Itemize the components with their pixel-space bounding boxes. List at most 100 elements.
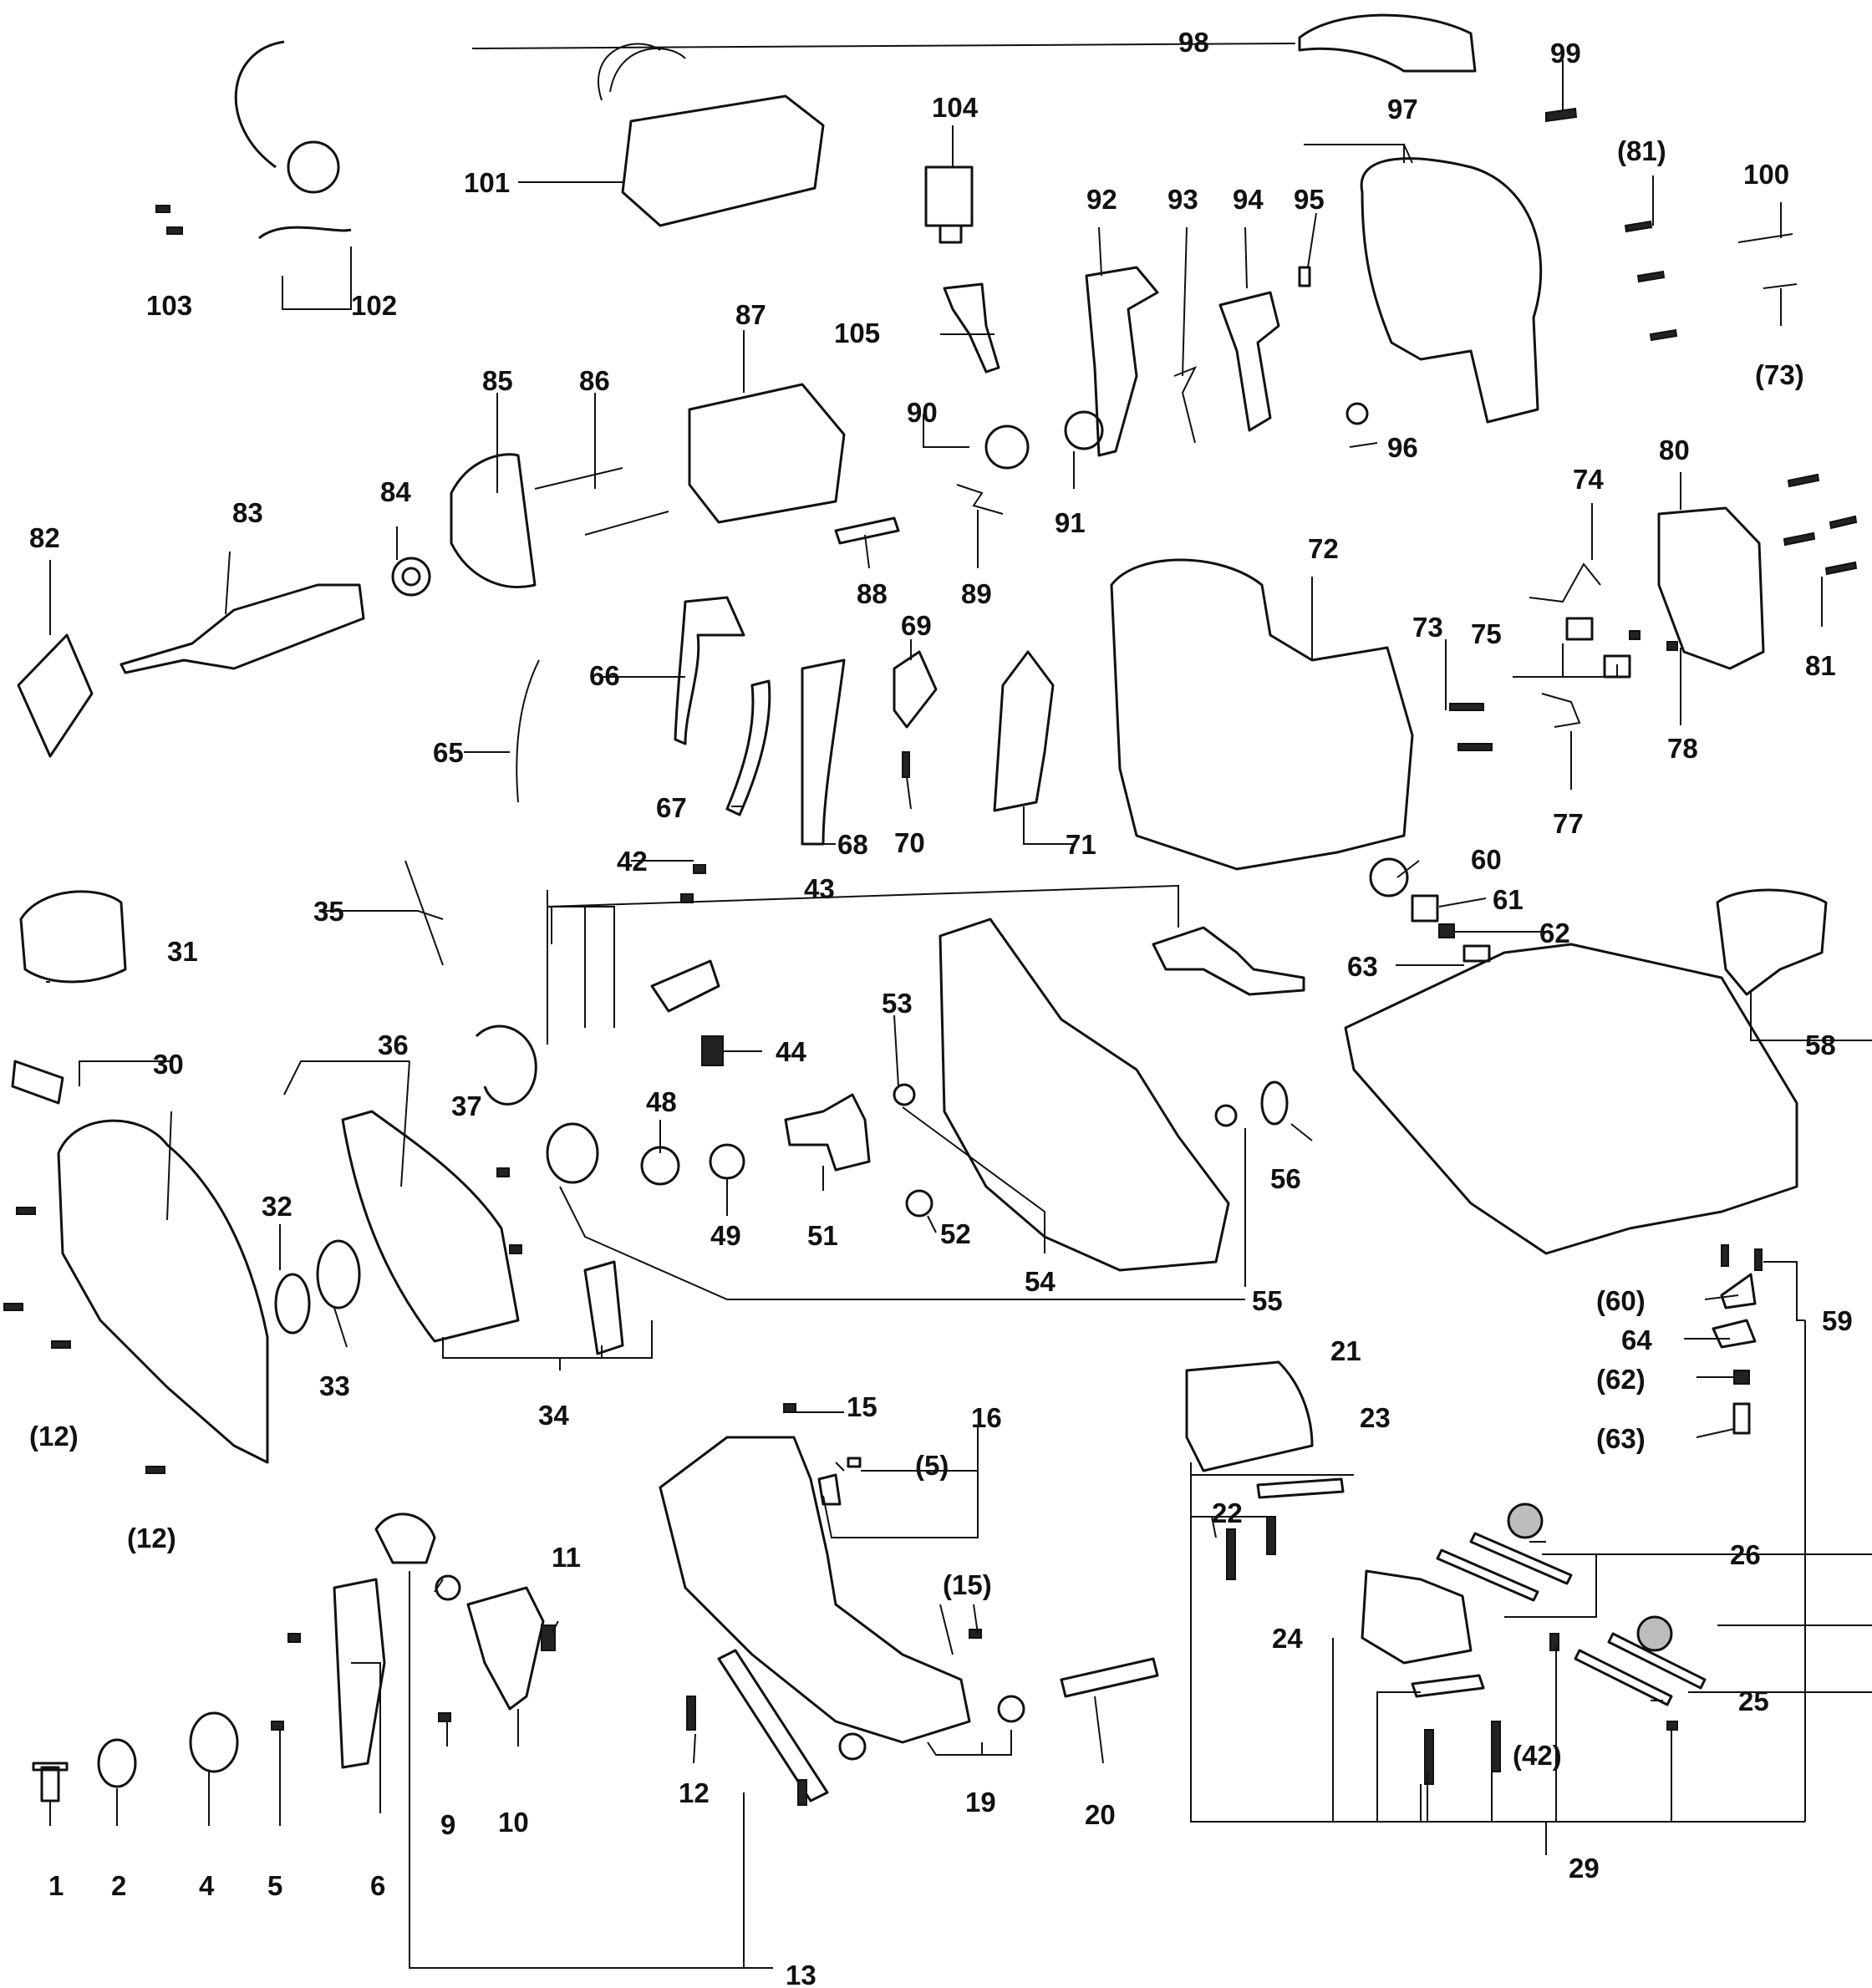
label-60a: 60 [1471,844,1502,875]
label-21: 21 [1330,1335,1361,1366]
label-90: 90 [907,397,938,428]
label-81a: 81 [1805,650,1836,681]
label-69: 69 [901,610,932,641]
part-19-bushings [838,1695,1025,1761]
label-15a: 15 [847,1391,878,1422]
part-82-fan [17,633,94,758]
part-90-knob [984,425,1030,470]
part-52-washer [905,1189,933,1218]
part-95-pin [1298,266,1311,287]
label-12c: (12) [127,1523,176,1553]
label-87: 87 [735,299,766,330]
label-74: 74 [1573,464,1604,495]
label-70: 70 [894,827,925,858]
part-33-ring [316,1239,361,1309]
part-44-spring [701,1035,724,1066]
label-25: 25 [1738,1685,1769,1716]
label-53: 53 [882,988,913,1019]
label-103: 103 [146,290,192,321]
part-62-spring [1438,923,1455,938]
label-94: 94 [1233,184,1264,215]
part-60b-knob [1720,1273,1757,1309]
part-56-ring [1260,1080,1289,1126]
label-6: 6 [370,1870,385,1901]
part-42-screws [680,864,706,903]
label-85: 85 [482,365,513,396]
label-49: 49 [710,1220,741,1251]
label-66: 66 [589,660,620,691]
part-25-guides [1574,1632,1707,1706]
leader-lines [46,43,1872,1969]
label-89: 89 [961,578,992,609]
label-104: 104 [932,92,979,123]
label-33: 33 [319,1370,350,1401]
part-75-brush [1565,617,1631,679]
parts-layer [3,13,1858,1806]
part-34-guard [341,1110,520,1343]
label-12b: (12) [29,1421,79,1452]
label-62b: (62) [1596,1364,1646,1395]
part-103-screws [155,205,183,235]
part-70-spring [902,751,910,778]
part-25-knob [1636,1615,1673,1652]
part-98-handle-cap [1298,13,1477,73]
label-54: 54 [1025,1266,1056,1297]
part-13-knob [374,1513,436,1564]
part-63-bolt [1462,944,1491,963]
part-89-spring [956,484,1004,515]
part-61-clip [1411,894,1439,923]
part-97-handle-housing [1360,157,1543,424]
part-91-knob [1064,410,1104,450]
part-86-rods [534,467,669,536]
part-37-screw [496,1167,522,1254]
part-22-screws [1226,1516,1276,1580]
part-4-flange [189,1711,239,1773]
part-88-clip [834,516,900,545]
part-12-screw [686,1696,807,1806]
label-62a: 62 [1539,918,1570,948]
label-32: 32 [262,1191,292,1222]
label-13: 13 [786,1960,816,1988]
label-31: 31 [167,936,198,967]
part-31-adapter [19,890,127,984]
part-23-strip [1256,1477,1345,1499]
part-30-guard [57,1119,269,1464]
label-73b: (73) [1755,359,1804,390]
part-16-bracket [659,1436,971,1744]
label-71: 71 [1066,829,1096,860]
label-9: 9 [440,1809,455,1840]
label-96: 96 [1387,432,1418,463]
label-82: 82 [29,522,60,553]
part-48-bearing [640,1146,680,1186]
label-26: 26 [1730,1539,1761,1570]
label-11: 11 [552,1542,581,1573]
label-19: 19 [965,1787,996,1818]
label-68: 68 [837,829,868,860]
part-83-armature [120,583,365,674]
part-21-guard [1185,1360,1314,1472]
part-100-pins [1737,233,1798,289]
label-24: 24 [1272,1623,1303,1654]
label-16: 16 [971,1402,1002,1433]
part-64-plate [1712,1319,1757,1349]
label-20: 20 [1085,1799,1116,1830]
label-30: 30 [153,1049,184,1080]
label-83: 83 [232,497,263,528]
part-63b-bolt [1732,1402,1751,1435]
label-60b: (60) [1596,1285,1646,1316]
label-97: 97 [1387,94,1418,125]
label-91: 91 [1055,507,1086,538]
part-34-plate [583,1260,624,1355]
label-93: 93 [1167,184,1198,215]
label-105: 105 [834,318,880,348]
label-42a: 42 [617,846,648,877]
part-72-main-housing [1110,558,1414,871]
part-60-knob [1369,857,1409,897]
part-5-screw [271,1633,301,1731]
part-77-wire [1541,693,1581,728]
part-6-guide [333,1578,386,1769]
part-58-base-plate [1344,943,1798,1255]
part-43-lever [1152,926,1305,996]
label-23: 23 [1360,1402,1391,1433]
label-44: 44 [776,1036,806,1067]
